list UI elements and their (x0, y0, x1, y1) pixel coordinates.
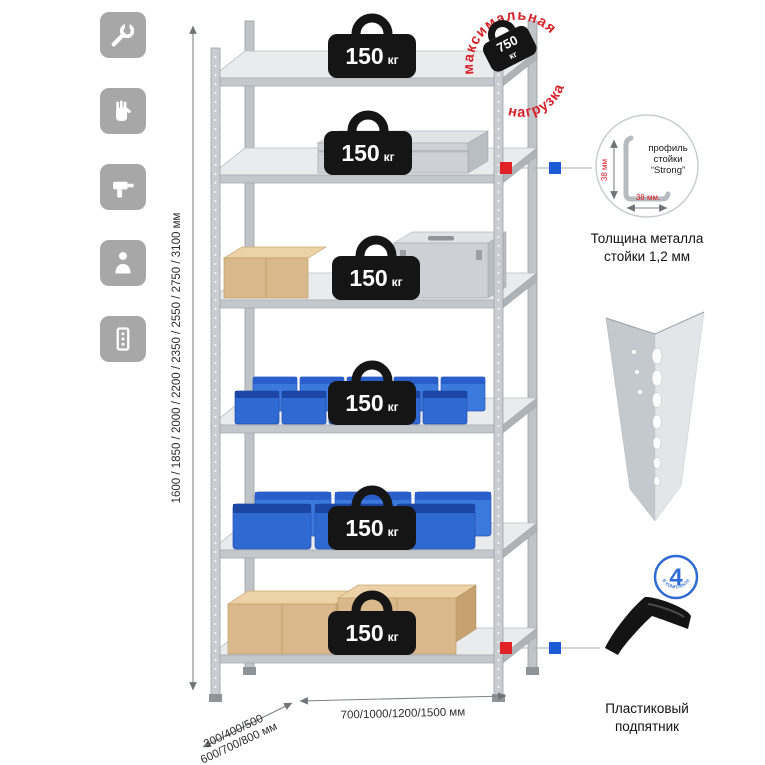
plastic-foot-image (605, 596, 691, 655)
shelf-load-badge: 150 кг (328, 485, 416, 550)
shelf-load-unit: кг (388, 525, 399, 539)
gloves-icon (116, 100, 131, 121)
red-marker-square (500, 162, 512, 174)
shelf-load-value: 150 (345, 620, 383, 646)
shelf-load-unit: кг (388, 400, 399, 414)
shelf-load-unit: кг (392, 275, 403, 289)
stamp-arc-bottom-text: нагрузка (501, 76, 575, 131)
drill-icon-tile (100, 164, 146, 210)
wrench-icon (111, 22, 135, 47)
shelf-3: 150 кг (209, 231, 539, 309)
blue-marker-square (549, 162, 561, 174)
gloves-icon-tile (100, 88, 146, 134)
foot-caption: Пластиковый подпятник (565, 700, 729, 735)
stamp-weight-unit: кг (507, 49, 519, 62)
height-dimension: 1600 / 1850 / 2000 / 2200 / 2350 / 2550 … (171, 25, 197, 691)
width-dimension-label: 700/1000/1200/1500 мм (341, 706, 466, 721)
shelf-load-badge: 150 кг (332, 235, 420, 300)
stamp-weight: 750 кг (482, 20, 537, 72)
shelf-load-unit: кг (384, 150, 395, 164)
shelf-load-unit: кг (388, 53, 399, 67)
shelf-load-value: 150 (341, 140, 379, 166)
blue-marker-square (549, 642, 561, 654)
shelf-load-value: 150 (345, 515, 383, 541)
wrench-icon-tile (100, 12, 146, 58)
profile-caption-line1: Толщина металла (590, 231, 704, 246)
cardboard-box (222, 246, 328, 299)
profile-caption: Толщина металла стойки 1,2 мм (565, 230, 729, 265)
shelf-5: 150 кг (209, 485, 539, 559)
shelf-load-value: 150 (345, 390, 383, 416)
depth-dimension: 300/400/500 600/700/800 мм (199, 702, 293, 765)
kit-badge-value: 4 (669, 564, 683, 591)
rack-post-icon (116, 327, 130, 351)
shelf-load-unit: кг (388, 630, 399, 644)
shelf-6: 150 кг (209, 584, 539, 664)
shelf-load-badge: 150 кг (324, 110, 412, 175)
shelf-load-badge: 150 кг (328, 360, 416, 425)
profile-connector (500, 162, 592, 174)
profile-label-line1: профиль (648, 143, 687, 154)
front-left-post (210, 47, 221, 701)
shelf-load-badge: 150 кг (328, 13, 416, 78)
person-icon-tile (100, 240, 146, 286)
shelf-load-value: 150 (345, 43, 383, 69)
shelf-2: 150 кг (209, 110, 539, 184)
profile-caption-line2: стойки 1,2 мм (603, 248, 691, 264)
profile-detail-circle: 38 мм 38 мм. профиль стойки “Strong” (595, 114, 699, 218)
shelving-rack: 150 кг 150 кг (209, 13, 539, 702)
height-dimension-label: 1600 / 1850 / 2000 / 2200 / 2350 / 2550 … (171, 213, 183, 504)
foot-caption-line2: подпятник (614, 718, 680, 734)
red-marker-square (500, 642, 512, 654)
shelf-load-value: 150 (349, 265, 387, 291)
kit-badge: 4 в комплекте (653, 554, 699, 600)
shelf-4: 150 кг (209, 360, 539, 434)
drill-icon (113, 181, 134, 198)
width-dimension: 700/1000/1200/1500 мм (299, 692, 507, 722)
profile-dim-vertical: 38 мм (600, 159, 609, 181)
shelf-load-badge: 150 кг (328, 590, 416, 655)
corner-profile-drawing (623, 135, 671, 202)
post-profile-image (605, 311, 705, 522)
profile-label-line2: стойки (653, 154, 682, 165)
profile-label-line3: “Strong” (651, 165, 685, 176)
foot-connector (500, 642, 600, 654)
svg-text:нагрузка: нагрузка (501, 76, 575, 131)
foot-caption-line1: Пластиковый (605, 701, 689, 716)
rack-post-icon-tile (100, 316, 146, 362)
front-right-post (493, 47, 504, 701)
profile-dim-horizontal: 38 мм. (636, 193, 660, 202)
back-left-post (244, 20, 255, 674)
person-icon (115, 252, 131, 274)
